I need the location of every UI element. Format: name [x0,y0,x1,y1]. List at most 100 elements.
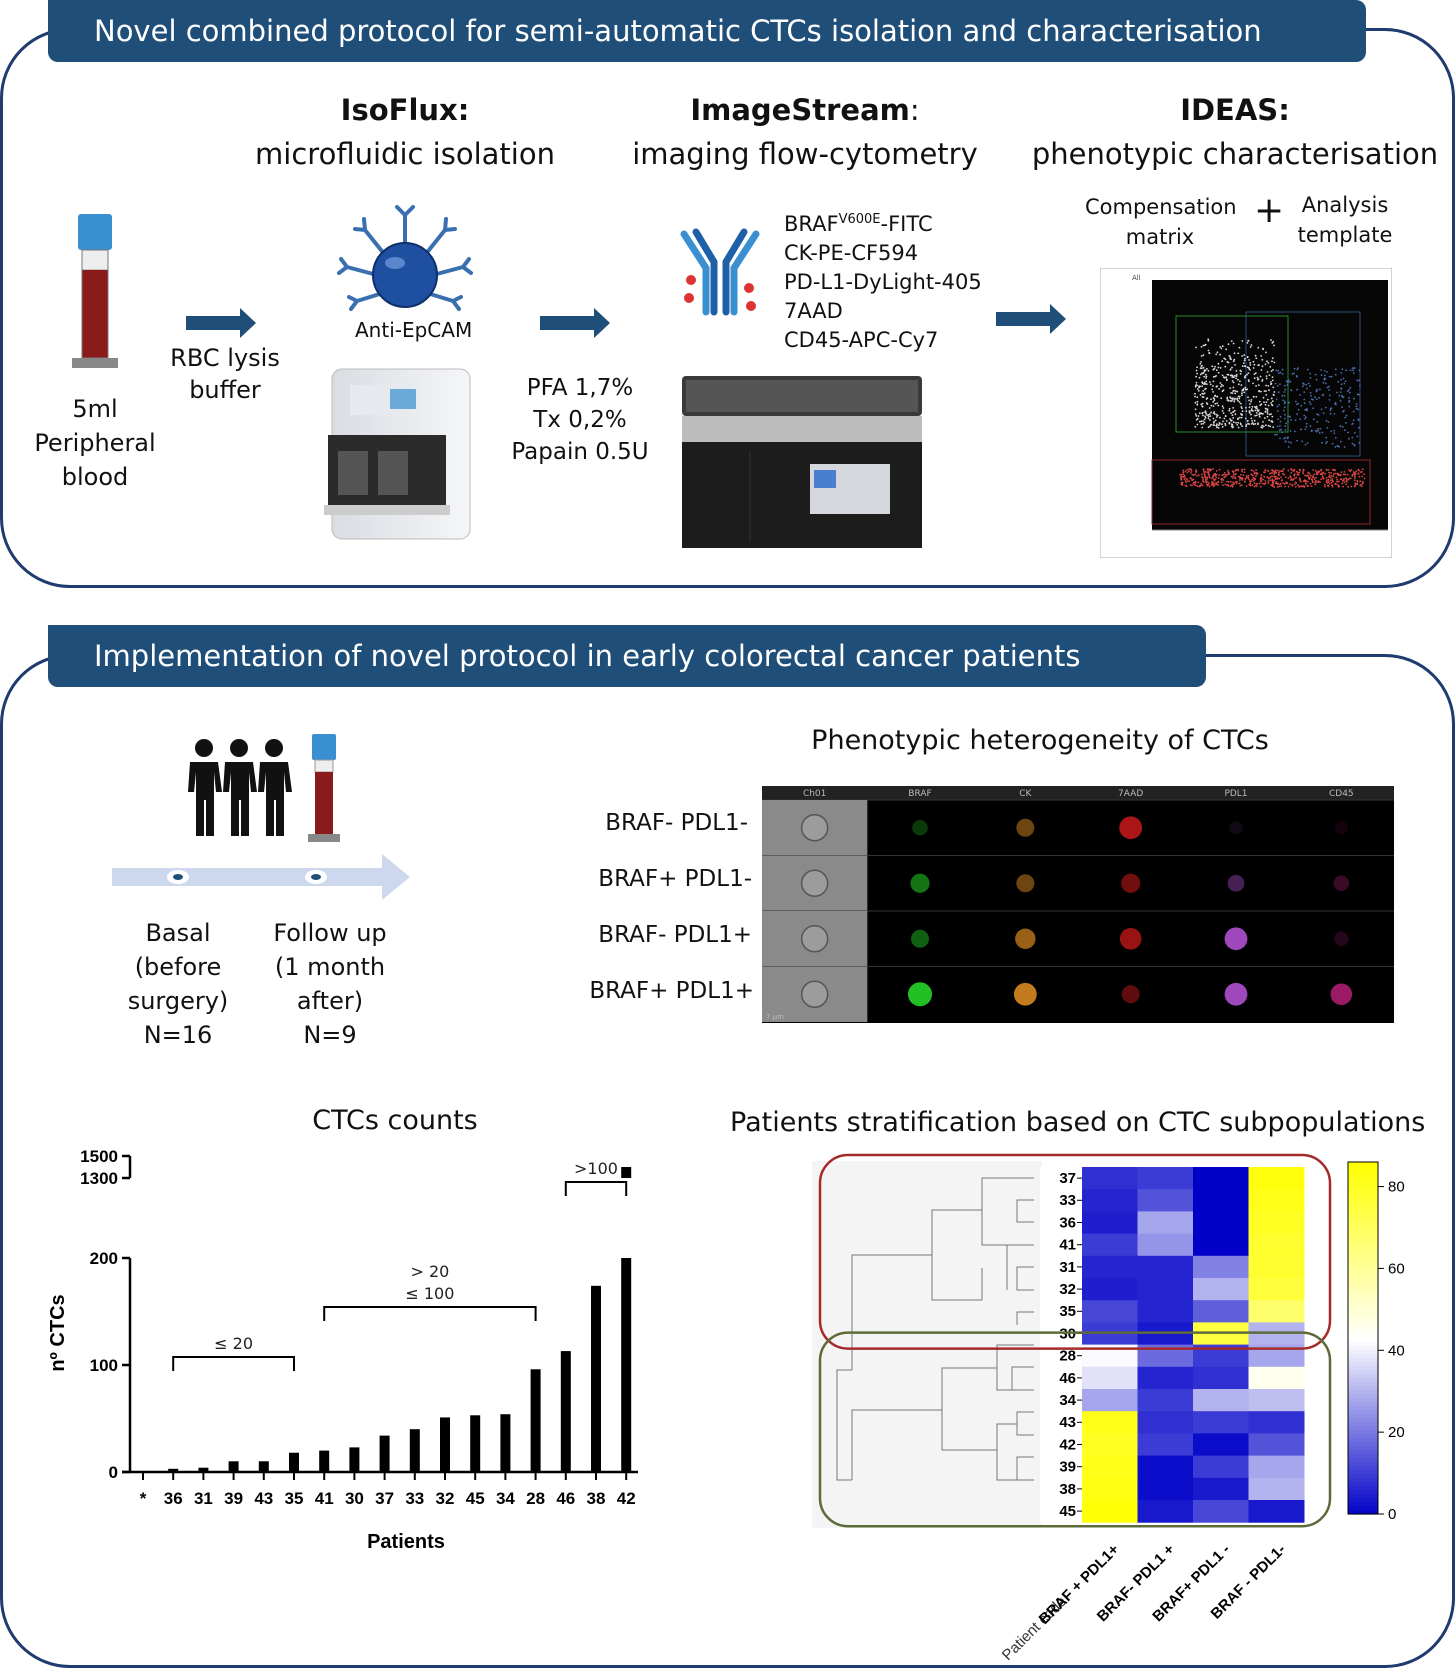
scatter-event [1232,381,1235,384]
scatter-event [1287,441,1290,443]
scatter-event [1354,472,1357,474]
scatter-event [1196,388,1199,390]
scatter-event [1317,428,1319,430]
fluorescence-spot [1119,927,1142,950]
bar [470,1415,481,1472]
scatter-event [1238,397,1241,400]
x-tick-label: 41 [315,1489,334,1508]
scatter-event [1224,422,1227,425]
scatter-event [1340,388,1342,390]
scatter-event [1195,419,1198,421]
colorbar-segment [1348,1174,1378,1179]
scatter-event [1217,427,1220,429]
scatter-event [1218,474,1221,476]
scatter-event [1340,478,1343,480]
scatter-event [1275,369,1278,372]
scatter-event [1258,400,1261,403]
scatter-event [1207,338,1210,341]
colorbar-segment [1348,1214,1378,1219]
scatter-event [1246,366,1249,369]
heatmap-cell [1248,1278,1305,1301]
scatter-event [1330,475,1333,478]
scatter-event [1212,380,1215,383]
scatter-event [1206,476,1209,479]
colorbar-segment [1348,1242,1378,1247]
scatter-event [1332,475,1335,478]
scatter-event [1250,344,1253,346]
colorbar-segment [1348,1506,1378,1511]
scatter-event [1194,401,1197,404]
scatter-event [1279,437,1281,440]
scatter-event [1223,357,1226,360]
colorbar-segment [1348,1330,1378,1335]
scatter-event [1349,386,1352,389]
scatter-event [1202,371,1205,374]
scatter-event [1317,414,1320,416]
scatter-event [1248,478,1250,481]
scatter-event [1238,401,1241,403]
scatter-event [1259,404,1262,407]
colorbar-segment [1348,1234,1378,1239]
scatter-event [1201,405,1204,407]
scatter-event [1202,469,1205,471]
scatter-event [1338,473,1340,476]
group-label: > 20 [410,1262,449,1281]
heatmap-cell [1248,1411,1305,1434]
colorbar-segment [1348,1486,1378,1491]
scatter-event [1333,413,1336,415]
scatter-event [1210,411,1212,414]
x-tick-label: * [140,1489,147,1508]
scatter-event [1319,388,1321,391]
scatter-event [1215,473,1218,476]
scatter-event [1320,469,1322,472]
scatter-event [1212,422,1215,424]
scatter-event [1295,476,1298,479]
scatter-event [1315,389,1318,392]
scatter-event [1189,484,1192,486]
scatter-event [1298,472,1301,474]
bar [168,1468,179,1472]
group-label: ≤ 100 [405,1284,454,1303]
scatter-event [1211,388,1214,391]
scatter-event [1194,482,1197,484]
channel-header: 7AAD [1118,789,1143,799]
colorbar-segment [1348,1358,1378,1363]
channel-header: Ch01 [803,789,826,799]
scatter-event [1184,484,1187,487]
scatter-event [1350,485,1353,488]
scatter-event [1213,395,1216,398]
scatter-event [1293,474,1296,477]
scatter-event [1214,365,1216,368]
scatter-event [1271,376,1274,378]
scatter-event [1255,485,1258,488]
scatter-event [1312,418,1315,421]
scatter-event [1202,344,1205,347]
scatter-event [1339,391,1342,393]
imagestream-subtitle: imaging flow-cytometry [632,137,978,171]
scatter-event [1281,368,1284,371]
scatter-event [1188,470,1190,473]
scatter-event [1248,380,1250,383]
scatter-event [1293,367,1296,370]
scatter-event [1327,480,1330,483]
scatter-event [1260,369,1263,371]
scatter-event [1190,472,1192,474]
scatter-event [1229,485,1232,487]
heatmap-cell [1137,1233,1194,1257]
y-tick-label: 100 [90,1356,118,1375]
x-tick-label: 31 [194,1489,213,1508]
x-tick-label: 30 [345,1489,364,1508]
scatter-event [1255,407,1258,410]
scatter-event [1219,353,1221,356]
scatter-event [1249,346,1252,348]
scatter-event [1206,478,1209,480]
colorbar-segment [1348,1206,1378,1211]
scatter-event [1197,390,1200,392]
scatter-event [1275,469,1277,472]
scatter-event [1319,427,1322,430]
scatter-event [1212,401,1214,403]
scatter-event [1215,413,1218,416]
scatter-event [1340,394,1343,397]
scatter-event [1206,471,1209,474]
fluorescence-spot [1333,875,1350,892]
